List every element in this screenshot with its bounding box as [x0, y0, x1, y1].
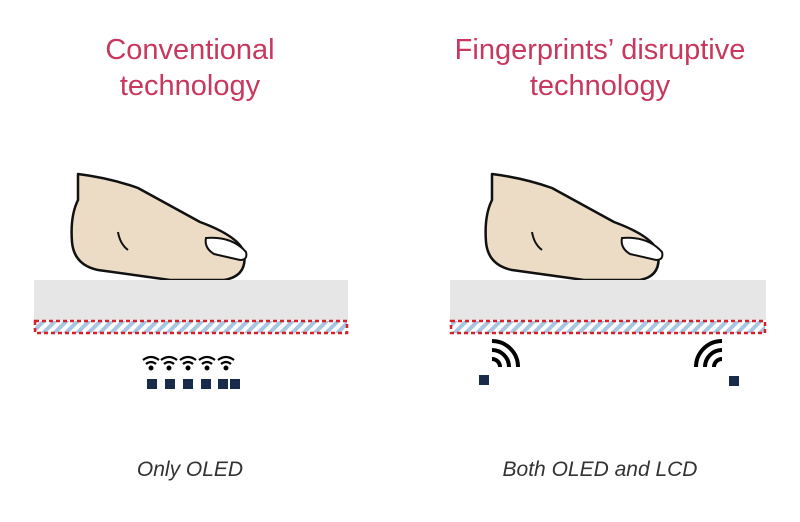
conventional-caption: Only OLED	[136, 458, 244, 481]
disruptive-panel: Fingerprints’ disruptive technology Both…	[400, 0, 800, 522]
square-sensor-icon	[729, 376, 739, 386]
title-line-2: technology	[529, 70, 671, 102]
wifi-wave-icon	[217, 355, 235, 371]
disruptive-diagram	[449, 172, 767, 386]
cover-glass	[34, 280, 348, 320]
square-sensor-icon	[230, 379, 240, 389]
square-sensor-icon	[147, 379, 157, 389]
cover-glass	[450, 280, 766, 320]
angled-wave-icon	[491, 339, 520, 368]
square-sensor-icon	[479, 375, 489, 385]
title-line-2: technology	[119, 70, 261, 102]
square-sensor-icon	[183, 379, 193, 389]
wifi-wave-icon	[198, 355, 216, 371]
wifi-wave-icon	[179, 355, 197, 371]
square-sensor-icon	[218, 379, 228, 389]
title-line-1: Fingerprints’ disruptive	[454, 34, 746, 66]
conventional-diagram	[33, 172, 349, 389]
angled-wave-icon	[694, 339, 723, 368]
title-line-1: Conventional	[105, 34, 275, 66]
display-layer	[449, 319, 767, 335]
nail-icon	[620, 236, 664, 262]
conventional-title: Conventional technology	[0, 32, 380, 104]
disruptive-caption: Both OLED and LCD	[502, 458, 698, 481]
finger-icon	[70, 172, 248, 282]
square-sensor-icon	[201, 379, 211, 389]
square-sensor-icon	[165, 379, 175, 389]
conventional-panel: Conventional technology	[0, 32, 380, 481]
display-layer	[33, 319, 349, 335]
disruptive-title: Fingerprints’ disruptive technology	[402, 32, 798, 104]
wifi-wave-icon	[142, 355, 160, 371]
sensor-wave-row	[142, 355, 235, 371]
wifi-wave-icon	[160, 355, 178, 371]
finger-icon	[484, 172, 664, 282]
nail-icon	[204, 236, 248, 262]
sensor-square-row	[147, 379, 240, 389]
